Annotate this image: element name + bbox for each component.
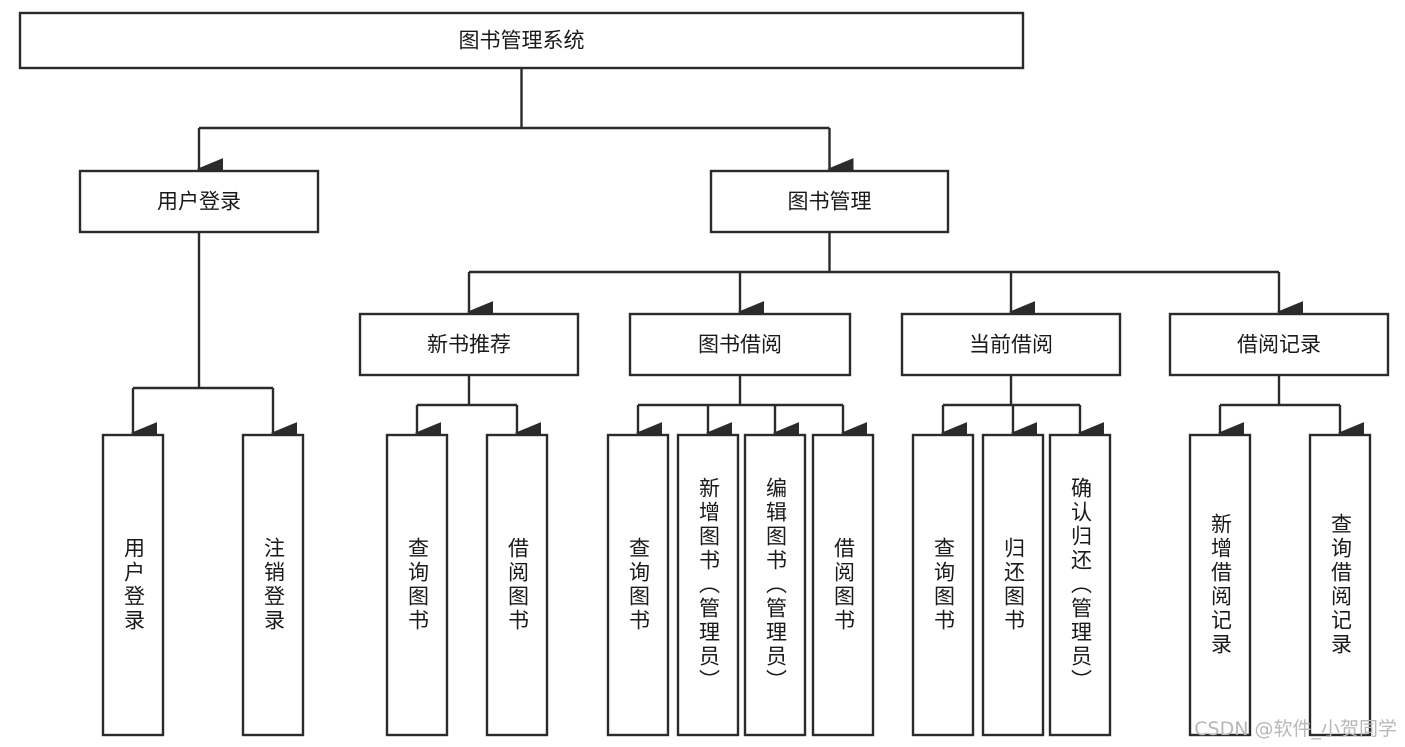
node-box-borrow-record[interactable]: [1168, 312, 1390, 377]
node-box-book-borrow[interactable]: [628, 312, 852, 377]
node-box-leaf-query-book-current[interactable]: [911, 433, 975, 737]
node-label-borrow-record: 借阅记录: [1237, 333, 1321, 357]
node-box-leaf-user-logout[interactable]: [241, 433, 305, 737]
node-box-leaf-borrow-book[interactable]: [811, 433, 875, 737]
node-label-book-manage: 图书管理: [788, 190, 872, 214]
node-box-leaf-user-login[interactable]: [101, 433, 165, 737]
node-box-layer: [18, 11, 1390, 737]
connector-layer: [130, 68, 1365, 444]
node-box-leaf-add-borrow-record[interactable]: [1188, 433, 1252, 737]
node-box-leaf-add-book[interactable]: [676, 433, 740, 737]
node-label-root: 图书管理系统: [459, 29, 585, 53]
node-box-root[interactable]: [18, 11, 1025, 70]
node-box-user-login[interactable]: [78, 169, 320, 234]
node-box-leaf-return-book[interactable]: [981, 433, 1045, 737]
node-box-leaf-confirm-return[interactable]: [1048, 433, 1112, 737]
node-box-book-manage[interactable]: [709, 169, 950, 234]
node-box-leaf-borrow-book-rec[interactable]: [485, 433, 549, 737]
watermark-text: CSDN @软件_小贺同学: [1194, 718, 1397, 740]
node-label-user-login: 用户登录: [157, 190, 241, 214]
node-label-new-book-rec: 新书推荐: [427, 333, 511, 357]
node-box-leaf-query-borrow-record[interactable]: [1308, 433, 1372, 737]
node-box-leaf-query-book-rec[interactable]: [385, 433, 449, 737]
node-box-leaf-edit-book[interactable]: [743, 433, 807, 737]
node-label-book-borrow: 图书借阅: [698, 333, 782, 357]
node-box-leaf-query-book-borrow[interactable]: [606, 433, 670, 737]
node-box-new-book-rec[interactable]: [358, 312, 580, 377]
node-box-current-borrow[interactable]: [900, 312, 1122, 377]
node-label-current-borrow: 当前借阅: [969, 333, 1053, 357]
